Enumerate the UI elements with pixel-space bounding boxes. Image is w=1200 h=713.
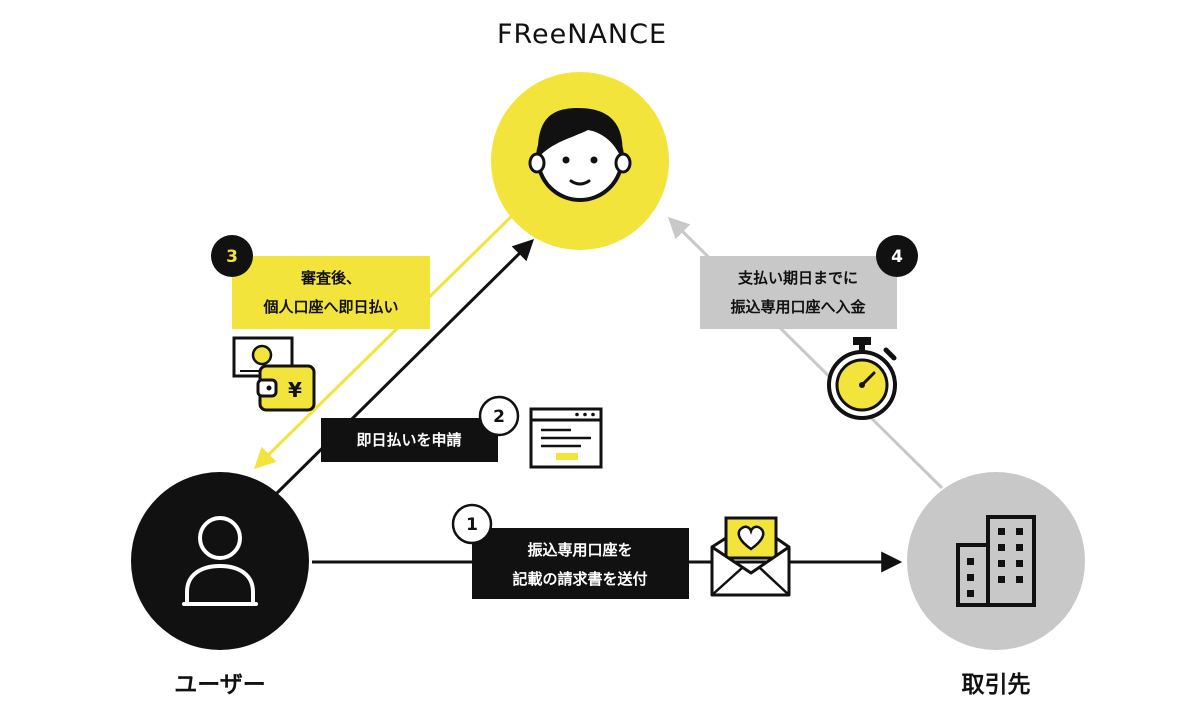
step-2-box — [321, 418, 498, 462]
brand-logo: FReeNANCE — [497, 19, 667, 50]
client-label: 取引先 — [962, 672, 1031, 698]
step-2: 即日払いを申請 2 — [321, 395, 520, 462]
step-1-text-line-1: 振込専用口座を — [527, 541, 632, 559]
arrow-step3-to-user — [254, 206, 522, 469]
stopwatch-icon — [827, 337, 897, 420]
step-2-number: 2 — [493, 407, 505, 427]
envelope-heart-icon — [710, 516, 791, 597]
step-4-badge — [876, 235, 918, 277]
step-2-text-line-1: 即日払いを申請 — [356, 431, 461, 449]
step-3-text-line-1: 審査後、 — [300, 269, 361, 287]
step-3-number: 3 — [226, 247, 238, 267]
person-face-icon — [528, 108, 632, 202]
step-1: 振込専用口座を 記載の請求書を送付 1 — [451, 503, 689, 599]
step-3: 審査後、 個人口座へ即日払い 3 — [211, 235, 430, 329]
step-1-text-line-2: 記載の請求書を送付 — [512, 570, 647, 588]
step-3-box — [232, 256, 430, 329]
client-node — [907, 472, 1085, 650]
step-4-box — [700, 256, 897, 329]
freenance-node — [491, 72, 669, 250]
user-silhouette-icon — [182, 516, 258, 606]
arrow-step2-to-freenance — [274, 239, 534, 496]
step-4-text-line-1: 支払い期日までに — [737, 269, 858, 287]
user-node — [131, 472, 309, 650]
office-building-icon — [956, 515, 1036, 607]
step-4-text-line-2: 振込専用口座へ入金 — [730, 298, 866, 316]
step-3-text-line-2: 個人口座へ即日払い — [262, 298, 398, 316]
step-4-number: 4 — [891, 247, 903, 267]
step-1-box — [472, 528, 689, 599]
step-4: 支払い期日までに 振込専用口座へ入金 4 — [700, 235, 918, 329]
step-1-number: 1 — [466, 515, 478, 535]
wallet-yen-icon: ¥ — [232, 336, 316, 412]
svg-text:¥: ¥ — [288, 378, 302, 402]
application-form-icon — [529, 407, 603, 469]
step-1-badge — [451, 503, 493, 545]
step-2-badge — [478, 395, 520, 437]
user-label: ユーザー — [174, 672, 266, 698]
step-3-badge — [211, 235, 253, 277]
